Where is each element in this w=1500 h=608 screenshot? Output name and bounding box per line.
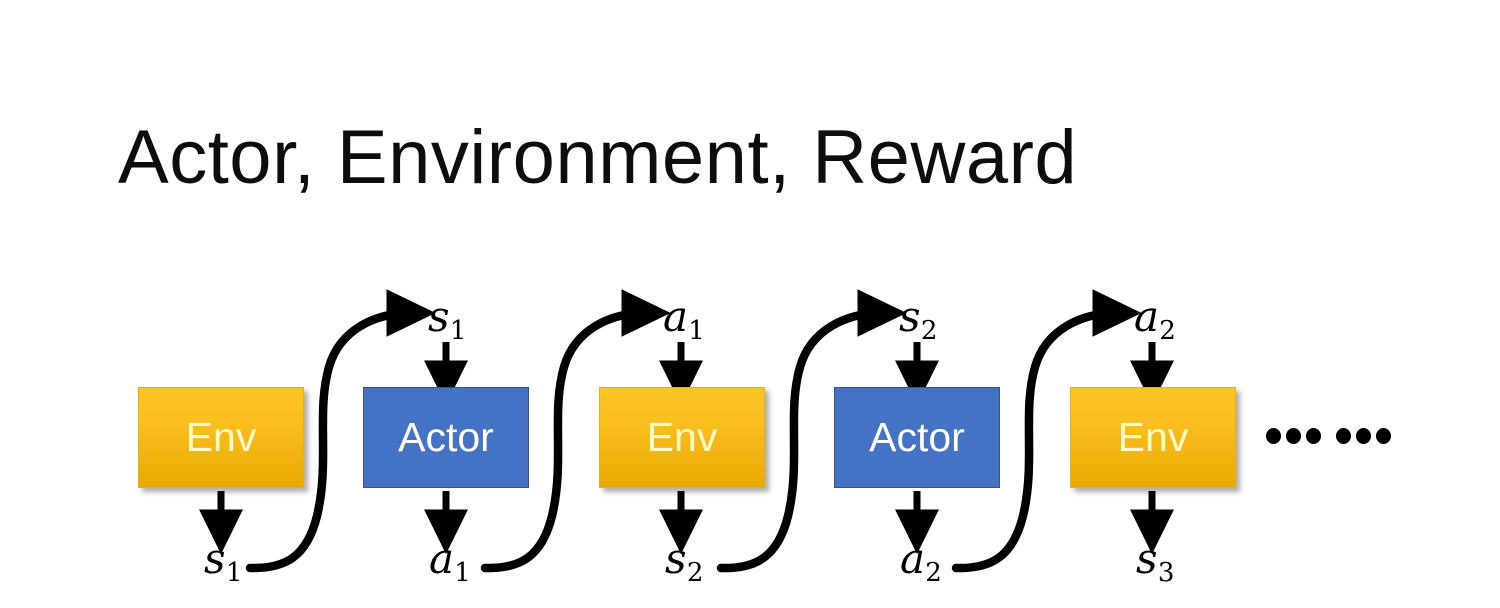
label-sub: 1: [454, 557, 471, 588]
down-arrows-out-of-nodes: [198, 491, 1175, 555]
label-sub: 3: [1157, 557, 1175, 588]
label-base: a: [429, 534, 455, 583]
ellipsis-continuation: [1266, 428, 1391, 444]
node-env-1[interactable]: Env: [138, 387, 304, 488]
node-label: Actor: [398, 414, 494, 460]
label-bottom-a2: a2: [900, 538, 942, 586]
label-sub: 2: [686, 557, 704, 588]
label-base: s: [665, 534, 687, 583]
node-label: Actor: [869, 414, 965, 460]
label-sub: 1: [449, 315, 467, 346]
node-label: Env: [646, 414, 718, 460]
label-bottom-a1: a1: [429, 538, 471, 586]
label-base: s: [204, 534, 226, 583]
label-top-s1: s1: [428, 296, 466, 344]
label-sub: 1: [688, 315, 705, 346]
node-env-3[interactable]: Env: [1070, 387, 1236, 488]
node-label: Env: [185, 414, 257, 460]
label-base: a: [663, 292, 689, 341]
ellipsis-dot: [1266, 428, 1281, 444]
label-sub: 2: [920, 315, 938, 346]
ellipsis-dot: [1286, 428, 1301, 444]
page-title: Actor, Environment, Reward: [118, 115, 1078, 200]
ellipsis-dot: [1336, 428, 1351, 444]
ellipsis-dot: [1356, 428, 1371, 444]
label-base: s: [1136, 534, 1158, 583]
label-sub: 2: [925, 557, 942, 588]
label-sub: 1: [225, 557, 243, 588]
label-top-a2: a2: [1134, 296, 1176, 344]
down-arrows-into-nodes: [423, 342, 1175, 406]
label-base: s: [428, 292, 450, 341]
label-bottom-s2: s2: [665, 538, 703, 586]
label-sub: 2: [1159, 315, 1176, 346]
label-base: a: [900, 534, 926, 583]
label-top-a1: a1: [663, 296, 705, 344]
node-actor-2[interactable]: Actor: [834, 387, 1000, 488]
label-bottom-s3: s3: [1136, 538, 1174, 586]
label-base: a: [1134, 292, 1160, 341]
ellipsis-dot: [1376, 428, 1391, 444]
label-bottom-s1: s1: [204, 538, 242, 586]
node-actor-1[interactable]: Actor: [363, 387, 529, 488]
ellipsis-dot: [1306, 428, 1321, 444]
node-label: Env: [1117, 414, 1189, 460]
label-top-s2: s2: [899, 296, 937, 344]
ellipsis-gap: [1326, 436, 1331, 437]
node-env-2[interactable]: Env: [599, 387, 765, 488]
label-base: s: [899, 292, 921, 341]
